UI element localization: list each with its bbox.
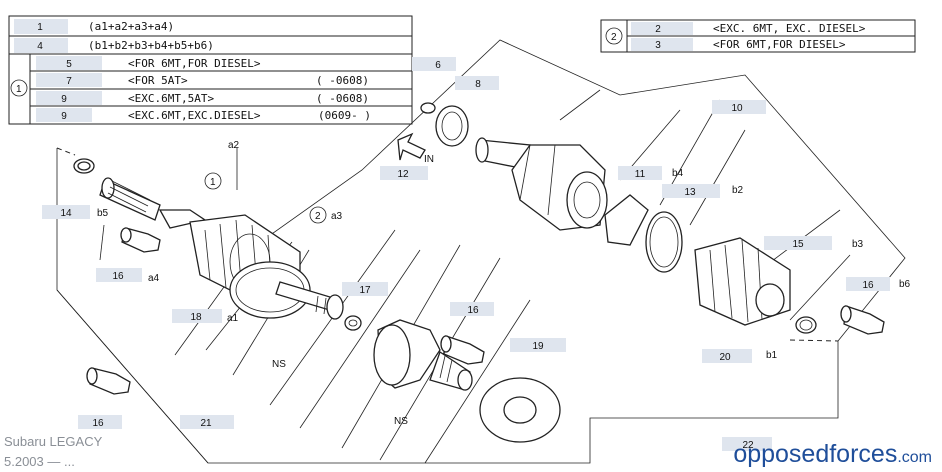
left-outer-joint <box>373 319 561 443</box>
site-logo[interactable]: opposedforces.com <box>733 440 932 469</box>
callout-20[interactable]: 20 <box>702 349 752 363</box>
group-marker-label: 1 <box>16 84 22 95</box>
legend-text: <EXC.6MT,EXC.DIESEL> <box>128 109 261 122</box>
svg-text:13: 13 <box>684 187 696 198</box>
svg-text:22: 22 <box>742 440 754 451</box>
svg-text:16: 16 <box>92 418 104 429</box>
callout-16[interactable]: 16 <box>96 268 142 282</box>
label-marker-1: 1 <box>210 177 216 188</box>
label-a2: a2 <box>228 140 240 151</box>
svg-text:15: 15 <box>792 239 804 250</box>
dust-caps <box>86 227 885 395</box>
callout-6[interactable]: 6 <box>412 57 456 71</box>
legend-ref: 9 <box>61 111 67 122</box>
legend-ref: 2 <box>655 24 661 35</box>
legend-text: <EXC.6MT,5AT> <box>128 92 214 105</box>
legend-ref: 5 <box>66 59 72 70</box>
callout-18[interactable]: 18 <box>172 309 222 323</box>
callout-22[interactable]: 22 <box>722 437 772 451</box>
legend-text: <FOR 6MT,FOR DIESEL> <box>128 57 261 70</box>
callout-16[interactable]: 16 <box>846 277 890 291</box>
legend-right: 2 2 <EXC. 6MT, EXC. DIESEL> 3 <FOR 6MT,F… <box>600 19 916 53</box>
svg-text:16: 16 <box>862 280 874 291</box>
legend-range: ( -0608) <box>316 74 369 87</box>
callout-10[interactable]: 10 <box>712 100 766 114</box>
label-b2: b2 <box>732 185 744 196</box>
svg-text:6: 6 <box>435 60 441 71</box>
callout-8[interactable]: 8 <box>455 76 499 90</box>
callout-19[interactable]: 19 <box>510 338 566 352</box>
svg-text:16: 16 <box>467 305 479 316</box>
label-ns-left: NS <box>272 359 286 370</box>
in-label: IN <box>424 154 434 165</box>
in-direction-arrow: IN <box>397 132 434 165</box>
label-b4: b4 <box>672 168 684 179</box>
right-axle <box>420 102 817 334</box>
group-marker-label: 2 <box>611 32 617 43</box>
svg-text:12: 12 <box>397 169 409 180</box>
svg-text:18: 18 <box>190 312 202 323</box>
label-b1: b1 <box>766 350 778 361</box>
svg-text:17: 17 <box>359 285 371 296</box>
legend-range: ( -0608) <box>316 92 369 105</box>
legend-left: 1 (a1+a2+a3+a4) 4 (b1+b2+b3+b4+b5+b6) 1 … <box>8 15 413 125</box>
vehicle-model: Subaru LEGACY <box>4 434 103 449</box>
legend-text: (a1+a2+a3+a4) <box>88 20 174 33</box>
svg-text:10: 10 <box>731 103 743 114</box>
legend-ref: 4 <box>37 41 43 52</box>
svg-text:19: 19 <box>532 341 544 352</box>
svg-text:14: 14 <box>60 208 72 219</box>
label-a3: a3 <box>331 211 343 222</box>
label-a4: a4 <box>148 273 160 284</box>
callout-17[interactable]: 17 <box>342 282 388 296</box>
callout-11[interactable]: 11 <box>618 166 662 180</box>
svg-text:8: 8 <box>475 79 481 90</box>
legend-ref: 9 <box>61 94 67 105</box>
label-b3: b3 <box>852 239 864 250</box>
callout-15[interactable]: 15 <box>764 236 832 250</box>
callout-16[interactable]: 16 <box>78 415 122 429</box>
legend-text: <EXC. 6MT, EXC. DIESEL> <box>713 22 866 35</box>
callout-21[interactable]: 21 <box>180 415 234 429</box>
vehicle-date: 5.2003 — ... <box>4 454 75 469</box>
sub-labels: a2 1 2 a3 a4 a1 b5 b4 b2 b3 b6 b1 NS NS <box>97 140 911 427</box>
svg-text:16: 16 <box>112 271 124 282</box>
legend-text: (b1+b2+b3+b4+b5+b6) <box>88 39 214 52</box>
legend-text: <FOR 5AT> <box>128 74 188 87</box>
legend-ref: 1 <box>37 22 43 33</box>
left-axle-shaft <box>73 158 362 331</box>
svg-text:11: 11 <box>635 169 646 180</box>
group-marker-2 <box>605 27 623 45</box>
callout-12[interactable]: 12 <box>380 166 428 180</box>
label-ns-right: NS <box>394 416 408 427</box>
svg-text:21: 21 <box>200 418 212 429</box>
brand-main: opposedforces <box>733 440 898 468</box>
svg-text:20: 20 <box>719 352 731 363</box>
legend-ref: 7 <box>66 76 72 87</box>
legend-text: <FOR 6MT,FOR DIESEL> <box>713 38 846 51</box>
label-b6: b6 <box>899 279 911 290</box>
callout-16[interactable]: 16 <box>450 302 494 316</box>
label-marker-2: 2 <box>315 211 321 222</box>
vehicle-info: Subaru LEGACY 5.2003 — ... <box>4 432 102 472</box>
legend-range: (0609- ) <box>318 109 371 122</box>
legend-ref: 3 <box>655 40 661 51</box>
group-marker-1 <box>10 79 28 97</box>
label-b5: b5 <box>97 208 109 219</box>
label-a1: a1 <box>227 313 239 324</box>
callout-13[interactable]: 13 <box>662 184 720 198</box>
brand-tld: .com <box>897 449 932 466</box>
callout-14[interactable]: 14 <box>42 205 90 219</box>
